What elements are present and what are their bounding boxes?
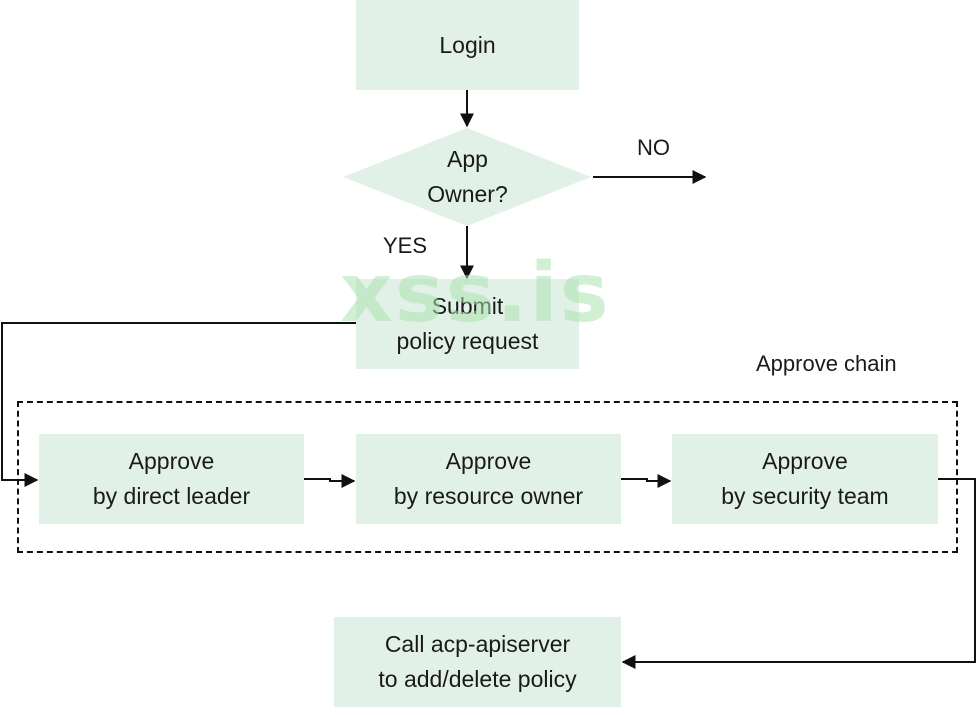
- approve-chain-group: [17, 401, 958, 553]
- decision-text: App Owner?: [400, 142, 535, 212]
- submit-line-2: policy request: [396, 328, 539, 354]
- submit-box: Submit policy request: [356, 279, 579, 369]
- decision-line-2: Owner?: [427, 181, 508, 207]
- yes-label: YES: [383, 233, 428, 258]
- arrow-submit-to-leader: [1, 322, 356, 487]
- submit-line-1: Submit: [431, 293, 504, 319]
- approve-leader-line-2: by direct leader: [92, 483, 251, 509]
- decision-diamond: [343, 128, 591, 226]
- arrow-leader-to-resource: [304, 474, 356, 488]
- approve-leader-box: Approve by direct leader: [39, 434, 304, 524]
- call-api-line-1: Call acp-apiserver: [384, 631, 571, 657]
- call-api-box: Call acp-apiserver to add/delete policy: [334, 617, 621, 707]
- approve-leader-line-1: Approve: [128, 448, 215, 474]
- call-api-line-2: to add/delete policy: [378, 666, 577, 692]
- approve-resource-box: Approve by resource owner: [356, 434, 621, 524]
- arrow-resource-to-security: [621, 474, 672, 488]
- approve-chain-label: Approve chain: [756, 351, 897, 376]
- approve-security-line-2: by security team: [721, 483, 889, 509]
- login-box: Login: [356, 0, 579, 90]
- login-label: Login: [439, 31, 496, 58]
- approve-resource-line-1: Approve: [445, 448, 532, 474]
- approve-security-line-1: Approve: [762, 448, 848, 474]
- decision-line-1: App: [447, 146, 488, 172]
- approve-security-box: Approve by security team: [672, 434, 938, 524]
- approve-resource-line-2: by resource owner: [393, 483, 584, 509]
- no-label: NO: [637, 135, 670, 160]
